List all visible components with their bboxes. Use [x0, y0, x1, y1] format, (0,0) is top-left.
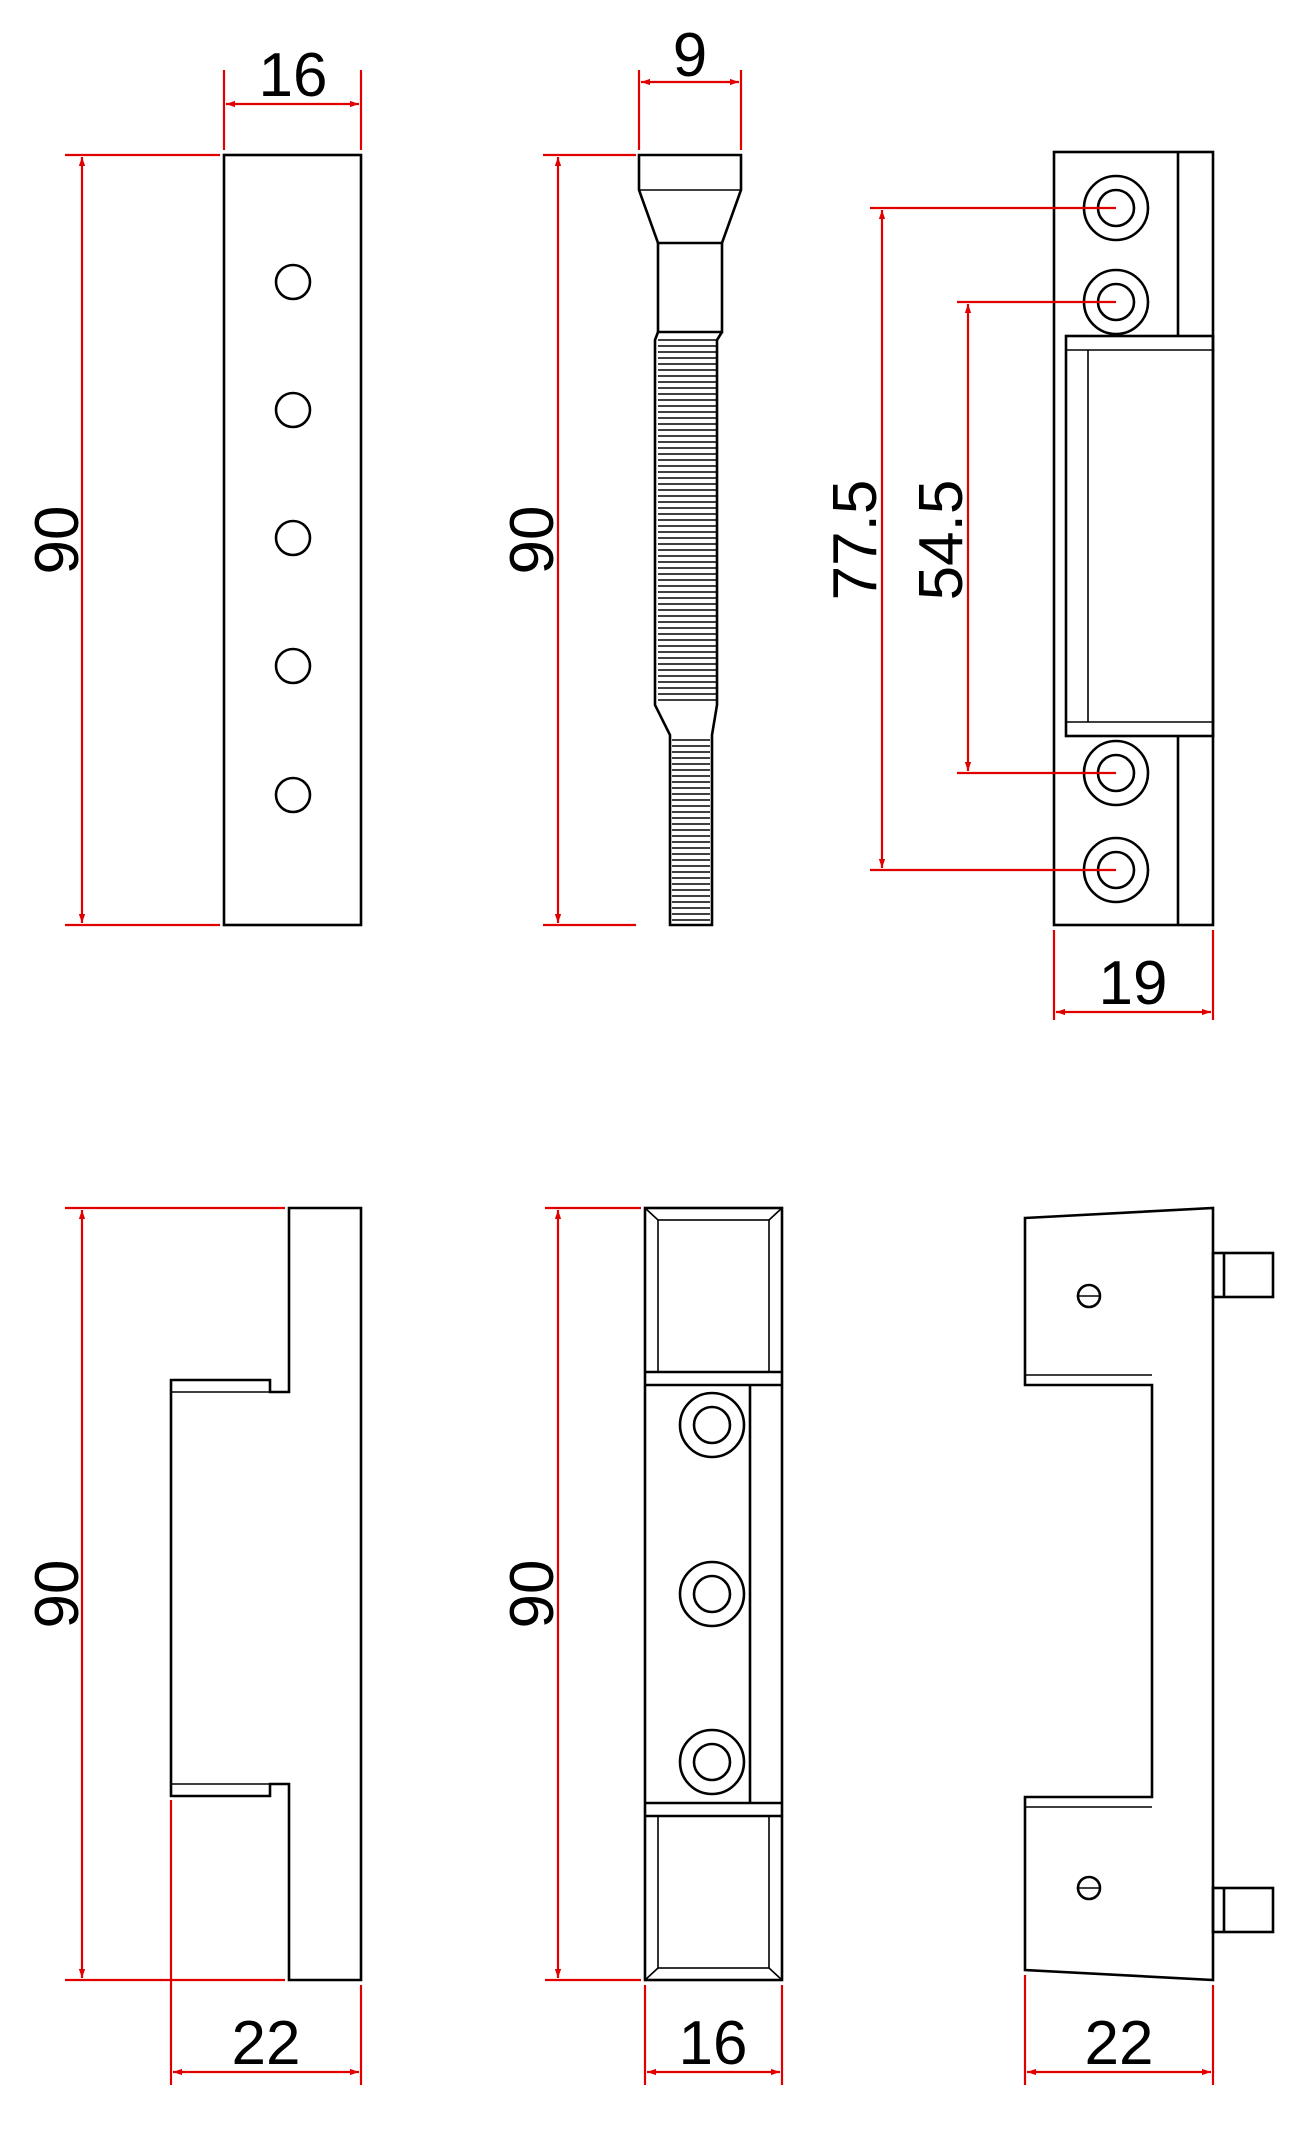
- front-plate-hole: [274, 263, 312, 301]
- outer-span-dimension-label: 77.5: [821, 480, 890, 601]
- pin-bottom: [1211, 1886, 1275, 1934]
- pocket-view-dimensions: 90 16: [498, 1206, 784, 2085]
- front-plate-view: [222, 153, 363, 927]
- front-plate-hole: [274, 776, 312, 814]
- pocket-view-hole: [678, 1391, 746, 1459]
- pocket-view: [643, 1206, 784, 1982]
- width-dimension-label: 22: [1085, 2009, 1154, 2078]
- front-plate-outline: [222, 153, 363, 927]
- side-profile-knurl: [658, 339, 717, 921]
- inner-span-dimension-label: 54.5: [907, 480, 976, 601]
- pin-top: [1211, 1251, 1275, 1299]
- hinge-face-channel: [1064, 334, 1215, 738]
- side-profile-head: [637, 153, 743, 245]
- width-dimension-label: 16: [259, 41, 328, 110]
- pocket-view-hole: [678, 1728, 746, 1796]
- front-plate-hole: [274, 647, 312, 685]
- hinge-face-dimensions: 77.5 54.5 19: [821, 206, 1215, 1020]
- width-dimension-label: 22: [232, 2009, 301, 2078]
- pocket-view-outline: [643, 1206, 784, 1982]
- width-dimension-label: 9: [673, 21, 707, 90]
- height-dimension-label: 90: [23, 1560, 92, 1629]
- hinge-face-view: [1052, 150, 1215, 927]
- pin-profile-outline: [1023, 1206, 1215, 1982]
- pocket-bottom: [657, 1815, 770, 1969]
- width-dimension-label: 19: [1099, 949, 1168, 1018]
- pin-profile-dimensions: 22: [1023, 1975, 1215, 2085]
- pocket-top: [657, 1219, 770, 1373]
- width-dimension-label: 16: [679, 2009, 748, 2078]
- pin-profile-view: [1023, 1206, 1275, 1982]
- l-profile-view: [169, 1206, 363, 1982]
- side-profile-dimensions: 9 90: [498, 21, 743, 927]
- front-plate-dimensions: 16 90: [23, 41, 363, 927]
- height-dimension-label: 90: [23, 506, 92, 575]
- front-plate-hole: [274, 519, 312, 557]
- side-profile-shank: [653, 331, 724, 927]
- pocket-view-hole: [678, 1560, 746, 1628]
- side-profile-neck: [656, 243, 724, 334]
- height-dimension-label: 90: [498, 1560, 567, 1629]
- l-profile-outline: [169, 1206, 363, 1982]
- l-profile-dimensions: 90 22: [23, 1206, 363, 2085]
- side-profile-view: [637, 153, 743, 927]
- front-plate-hole: [274, 391, 312, 429]
- hinge-face-outline: [1052, 150, 1215, 927]
- height-dimension-label: 90: [498, 506, 567, 575]
